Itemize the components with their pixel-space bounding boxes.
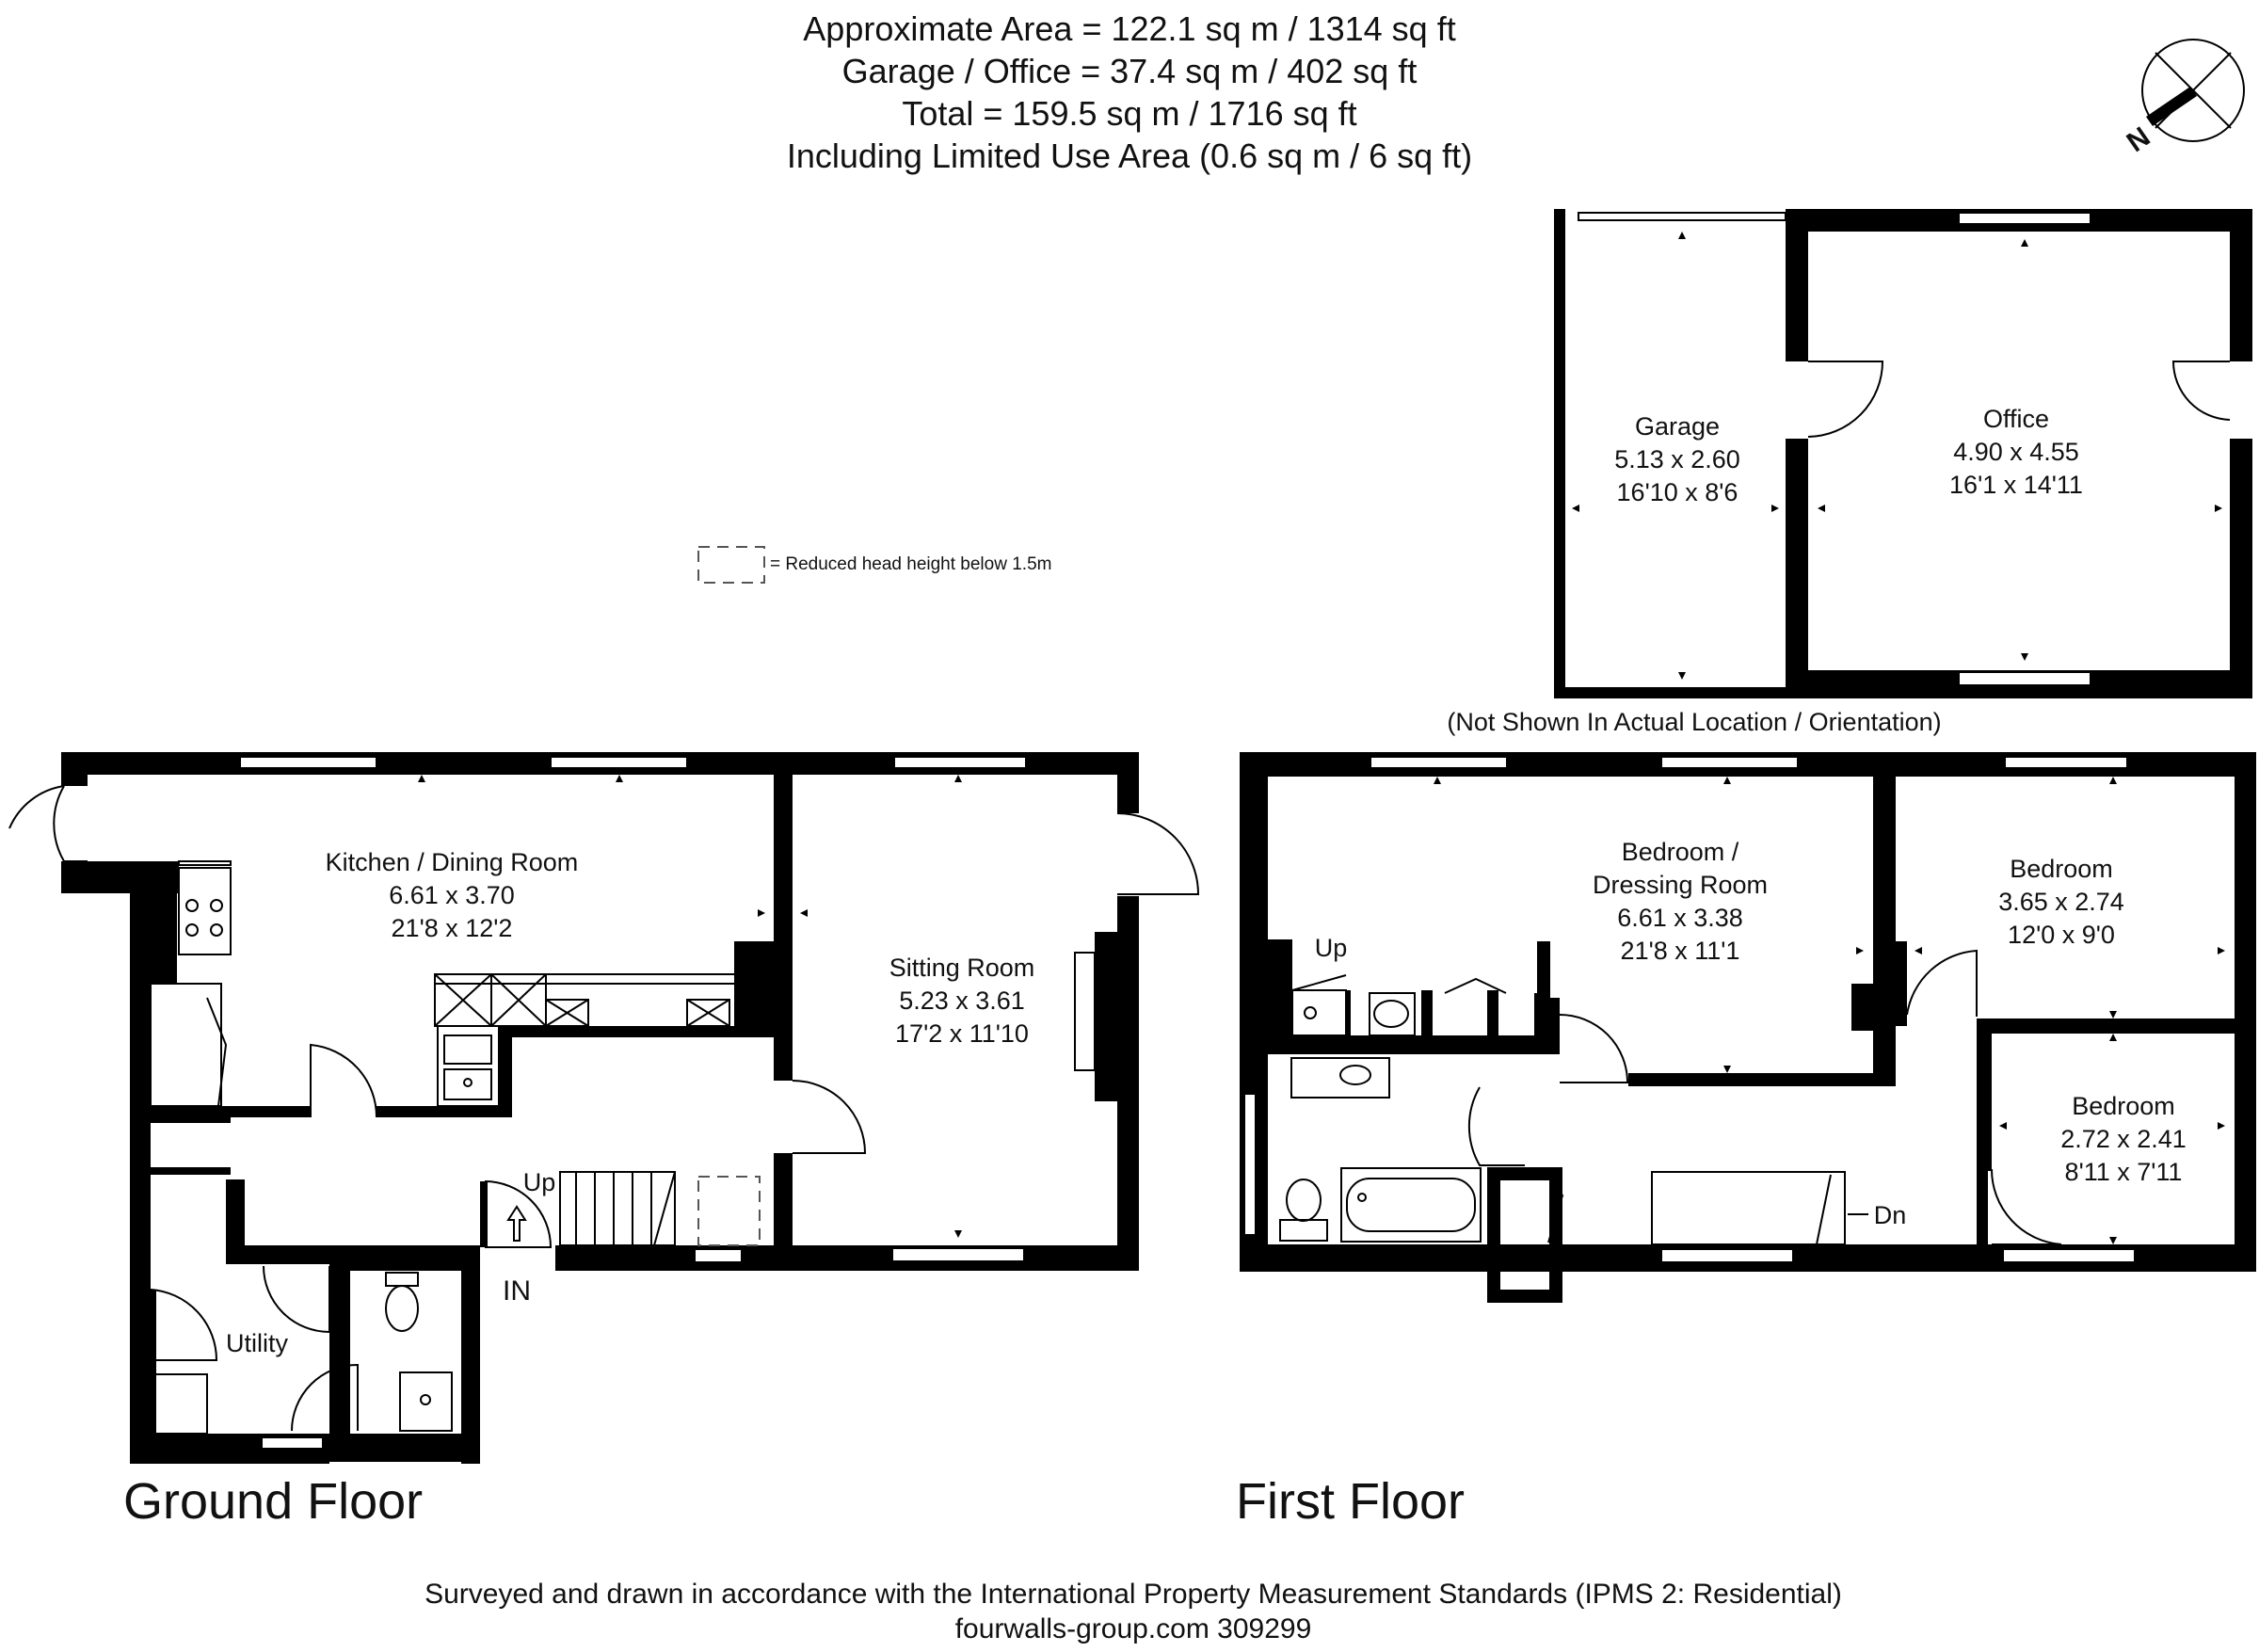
- outbuilding-note: (Not Shown In Actual Location / Orientat…: [1447, 708, 1941, 736]
- bedroom-dressing-metric: 6.61 x 3.38: [1617, 904, 1743, 932]
- first-floor-up-label: Up: [1315, 934, 1348, 962]
- sitting-room-metric: 5.23 x 3.61: [899, 986, 1025, 1015]
- bedroom-3-name: Bedroom: [2072, 1092, 2175, 1120]
- bedroom-2-metric: 3.65 x 2.74: [1998, 888, 2124, 916]
- garage-metric: 5.13 x 2.60: [1614, 445, 1740, 473]
- garage-imperial: 16'10 x 8'6: [1617, 478, 1738, 506]
- office-imperial: 16'1 x 14'11: [1949, 471, 2083, 499]
- sitting-room-imperial: 17'2 x 11'10: [895, 1019, 1029, 1048]
- bedroom-3-imperial: 8'11 x 7'11: [2065, 1158, 2183, 1186]
- footer-standards-text: Surveyed and drawn in accordance with th…: [425, 1579, 1842, 1610]
- compass-icon: N: [2122, 39, 2245, 158]
- footer-reference-text: fourwalls-group.com 309299: [955, 1613, 1312, 1644]
- area-summary-line3: Total = 159.5 sq m / 1716 sq ft: [902, 94, 1356, 133]
- office-metric: 4.90 x 4.55: [1953, 438, 2079, 466]
- bedroom-3-metric: 2.72 x 2.41: [2060, 1125, 2187, 1153]
- bedroom-2-name: Bedroom: [2010, 855, 2113, 883]
- area-summary-line4: Including Limited Use Area (0.6 sq m / 6…: [787, 136, 1472, 175]
- bedroom-dressing-name-line1: Bedroom /: [1622, 838, 1739, 866]
- kitchen-imperial: 21'8 x 12'2: [392, 914, 513, 942]
- entrance-arrow-icon: [506, 1205, 527, 1242]
- legend-text: = Reduced head height below 1.5m: [770, 554, 1051, 574]
- area-summary-line1: Approximate Area = 122.1 sq m / 1314 sq …: [803, 9, 1455, 48]
- bedroom-dressing-name-line2: Dressing Room: [1593, 871, 1768, 899]
- kitchen-metric: 6.61 x 3.70: [389, 881, 515, 909]
- bedroom-2-imperial: 12'0 x 9'0: [2008, 921, 2115, 949]
- entrance-label: IN: [503, 1275, 531, 1307]
- ground-floor-plan: Kitchen / Dining Room 6.61 x 3.70 21'8 x…: [8, 752, 1200, 1530]
- first-floor-plan: Bedroom / Dressing Room 6.61 x 3.38 21'8…: [1236, 752, 2256, 1530]
- reduced-head-height-legend: = Reduced head height below 1.5m: [697, 546, 1051, 584]
- office-name: Office: [1983, 405, 2049, 433]
- bedroom-dressing-imperial: 21'8 x 11'1: [1621, 937, 1740, 965]
- kitchen-name: Kitchen / Dining Room: [326, 848, 579, 876]
- stairs-down-label: Dn: [1874, 1201, 1907, 1229]
- sitting-room-name: Sitting Room: [889, 954, 1035, 982]
- ground-stairs-up-label: Up: [523, 1168, 556, 1196]
- ground-floor-title: Ground Floor: [123, 1473, 423, 1530]
- utility-name: Utility: [226, 1329, 288, 1357]
- outbuilding-plan: Garage 5.13 x 2.60 16'10 x 8'6 Office 4.…: [1447, 209, 2252, 736]
- garage-name: Garage: [1635, 412, 1720, 441]
- area-summary-line2: Garage / Office = 37.4 sq m / 402 sq ft: [842, 52, 1418, 90]
- compass-north-label: N: [2122, 121, 2156, 158]
- first-floor-title: First Floor: [1236, 1473, 1465, 1530]
